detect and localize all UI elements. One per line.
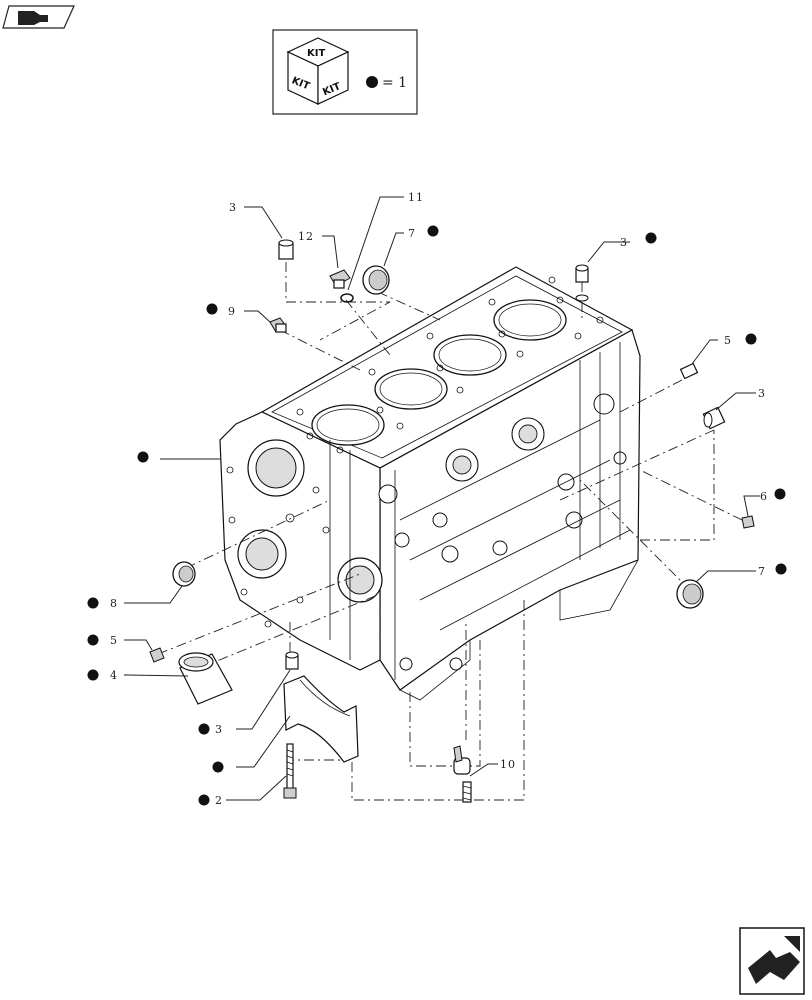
part-plug-lower-left (149, 647, 165, 663)
kit-markers (87, 225, 787, 806)
rear-face-detail (226, 439, 383, 628)
callout-8: 8 (110, 597, 118, 610)
callout-5-left: 5 (110, 634, 118, 647)
cylinder-bores (311, 299, 567, 446)
kit-dot-icon (366, 76, 378, 88)
part-bushing (178, 652, 233, 705)
callout-3-bottom: 3 (215, 723, 223, 736)
part-sleeve-right (702, 406, 726, 430)
part-plug (329, 269, 351, 289)
callout-6: 6 (760, 490, 768, 503)
part-dowel-bottom (285, 651, 299, 670)
callout-10: 10 (500, 758, 516, 771)
part-bolt (283, 743, 297, 799)
part-plug-left (269, 317, 287, 333)
callout-9: 9 (228, 305, 236, 318)
callout-5-right: 5 (724, 334, 732, 347)
part-seal-ring (172, 561, 196, 587)
kit-dot-icon (645, 232, 657, 244)
kit-dot-icon (206, 303, 218, 315)
kit-dot-icon (87, 634, 99, 646)
kit-cube-icon: KIT KIT KIT (286, 37, 350, 105)
callout-12: 12 (298, 230, 314, 243)
assembly-lines (157, 262, 743, 801)
callout-3-top-right: 3 (620, 236, 628, 249)
part-bearing-cap (283, 675, 359, 763)
kit-label-top: KIT (307, 48, 325, 59)
callout-7-top: 7 (408, 227, 416, 240)
part-oil-jet (453, 745, 472, 803)
part-o-ring (340, 293, 354, 303)
kit-dot-icon (87, 669, 99, 681)
kit-dot-icon (427, 225, 439, 237)
engine-block (219, 266, 641, 701)
callout-3-right: 3 (758, 387, 766, 400)
kit-dot-icon (87, 597, 99, 609)
book-arrow-icon[interactable] (2, 5, 75, 29)
kit-dot-icon (137, 451, 149, 463)
kit-dot-icon (774, 488, 786, 500)
part-cup-plug-bottom-right (676, 579, 704, 609)
kit-dot-icon (775, 563, 787, 575)
part-dowel-top-left (278, 239, 294, 260)
part-cup-plug-top (362, 265, 390, 295)
kit-dot-icon (212, 761, 224, 773)
kit-equals-text: = 1 (382, 75, 407, 91)
callout-3-top-left: 3 (229, 201, 237, 214)
part-plug-right (679, 362, 699, 380)
front-face-detail (329, 342, 639, 701)
next-page-arrow-icon[interactable] (739, 927, 805, 995)
kit-dot-icon (198, 723, 210, 735)
callout-leaders (123, 196, 760, 801)
kit-dot-icon (198, 794, 210, 806)
kit-legend: KIT KIT KIT = 1 (272, 29, 418, 115)
callout-4: 4 (110, 669, 118, 682)
kit-dot-icon (745, 333, 757, 345)
callout-7-right: 7 (758, 565, 766, 578)
callout-11: 11 (408, 191, 424, 204)
callout-2: 2 (215, 794, 223, 807)
part-small-plug (741, 515, 755, 529)
deck-holes (296, 276, 604, 454)
part-dowel-top-right (575, 264, 589, 302)
